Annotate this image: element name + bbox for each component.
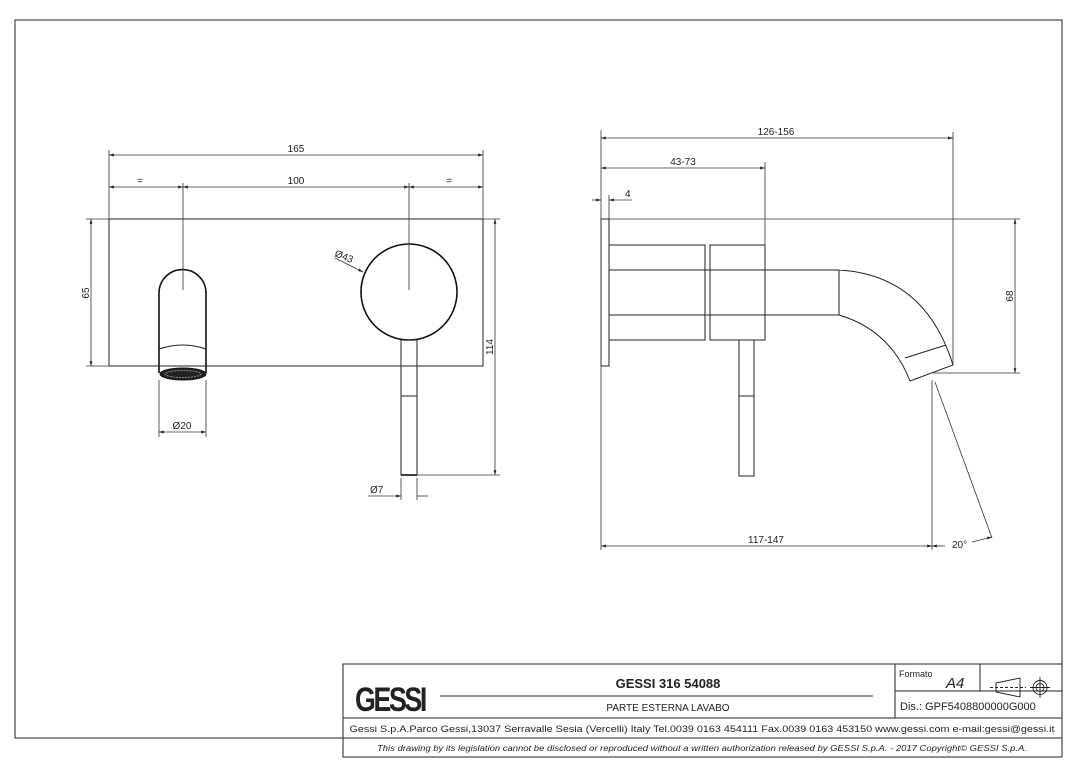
dim-equal-left: = — [137, 176, 143, 187]
side-plate — [600, 218, 610, 367]
format-value: A4 — [945, 675, 964, 692]
dim-outlet-projection: 117-147 — [748, 535, 784, 546]
lever — [400, 339, 418, 476]
dim-overall-width: 165 — [288, 144, 305, 155]
title-block: GESSI GESSI 316 54088 PARTE ESTERNA LAVA… — [342, 663, 1063, 758]
dim-total-height: 114 — [485, 339, 496, 355]
dim-angle: 20° — [952, 540, 967, 551]
projection-symbol-icon — [990, 677, 1050, 698]
product-code: GESSI 316 54088 — [616, 676, 721, 691]
dim-body-projection: 43-73 — [670, 157, 696, 168]
dim-spout-diameter: Ø20 — [173, 421, 192, 432]
dim-plate-height: 65 — [81, 287, 92, 299]
gessi-logo: GESSI — [355, 681, 426, 719]
dim-plate-thickness: 4 — [625, 189, 631, 200]
spout-side — [609, 269, 954, 382]
front-view: 165 = 100 = 65 114 Ø20 Ø43 Ø7 — [81, 144, 500, 500]
dim-equal-right: = — [446, 176, 452, 187]
format-label: Formato — [899, 669, 933, 679]
dim-lever-diameter: Ø7 — [370, 485, 384, 496]
side-lever — [738, 339, 755, 477]
dim-handle-diameter: Ø43 — [333, 249, 355, 266]
product-description: PARTE ESTERNA LAVABO — [606, 703, 729, 714]
aerator — [159, 367, 207, 381]
dim-center-distance: 100 — [288, 176, 305, 187]
company-address: Gessi S.p.A.Parco Gessi,13037 Serravalle… — [350, 724, 1055, 735]
side-view: 126-156 43-73 4 68 117-147 20° — [592, 127, 1020, 551]
body-cylinder — [609, 244, 766, 341]
dim-overall-projection: 126-156 — [758, 127, 795, 138]
copyright-disclaimer: This drawing by its legislation cannot b… — [377, 744, 1027, 753]
wall-plate — [108, 218, 484, 367]
drawing-number: Dis.: GPF5408800000G000 — [900, 701, 1036, 713]
dim-spout-height: 68 — [1005, 290, 1016, 302]
spout-front — [158, 268, 207, 373]
